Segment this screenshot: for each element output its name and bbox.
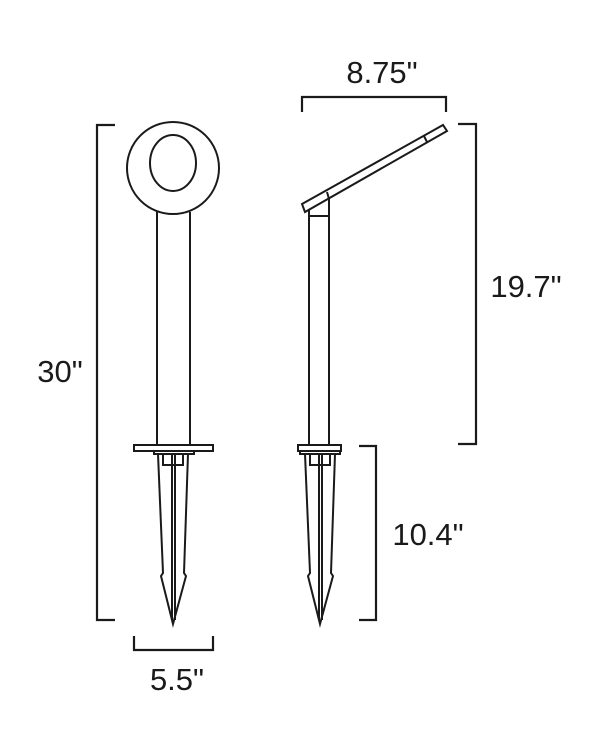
base-width-label: 5.5" [149,662,205,697]
upper-height-bracket [458,122,478,446]
front-view [126,121,220,628]
front-head-lens [149,134,197,192]
front-stake [157,453,189,628]
side-stake [304,453,336,628]
side-view [297,123,449,628]
side-pole [308,199,330,445]
overall-height-label: 30" [37,354,83,389]
stake-length-label: 10.4" [392,517,464,552]
upper-height-label: 19.7" [490,269,562,304]
side-head-arm [300,123,449,214]
head-length-label: 8.75" [346,55,418,90]
front-head-ring [126,121,220,215]
front-flange [133,444,214,452]
base-width-bracket [132,636,215,652]
front-stake-rib [171,454,176,620]
overall-height-bracket [95,123,115,622]
head-length-bracket [300,95,448,112]
stake-length-bracket [359,444,378,622]
side-head-joints [326,135,428,200]
side-flange [297,444,342,452]
side-stake-rib [318,454,323,620]
front-pole [156,212,191,445]
